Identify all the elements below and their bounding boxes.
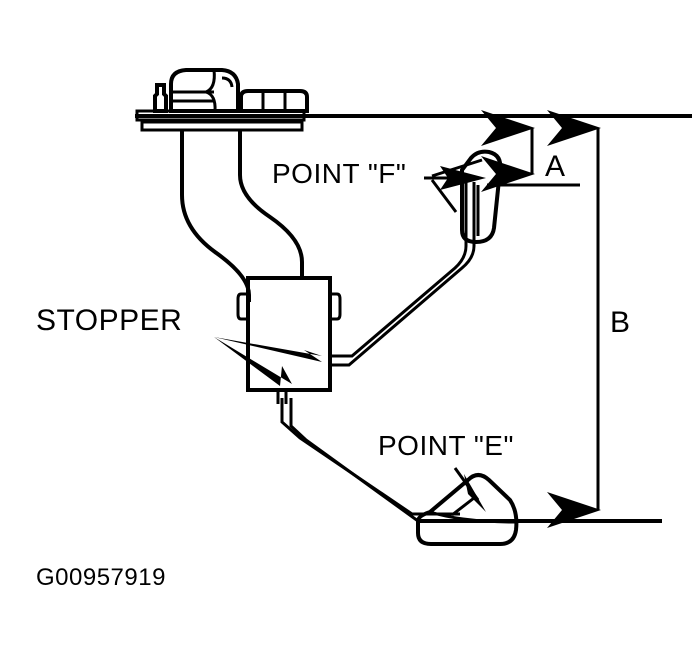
fuel-pump-body [169, 68, 240, 113]
upper-float-arm [330, 182, 476, 367]
fuel-pump-connector-block [239, 89, 309, 113]
dimension-a-label: A [545, 150, 565, 183]
figure-code: G00957919 [36, 564, 166, 591]
point-e-callout: POINT "E" [378, 430, 514, 517]
point-f-arrowhead [440, 166, 486, 190]
dimension-b: B [547, 110, 630, 528]
dimension-b-label: B [610, 306, 630, 339]
stopper-arrow-1 [214, 337, 322, 362]
lower-float [416, 473, 519, 546]
fuel-pump-assembly [135, 68, 309, 132]
fuel-level-sender-body [236, 276, 342, 404]
fuel-pump-nipple [153, 83, 168, 113]
stopper-label: STOPPER [36, 304, 182, 337]
point-f-label: POINT "F" [272, 158, 406, 189]
stopper-callout: STOPPER [36, 304, 322, 386]
upper-hose-right [238, 130, 304, 278]
point-f-callout: POINT "F" [272, 158, 486, 213]
dimension-a: A [481, 110, 565, 192]
stopper-arrow-2 [214, 337, 292, 386]
point-e-label: POINT "E" [378, 430, 514, 461]
fuel-pump-flange-plate [135, 109, 306, 132]
point-e-arrowhead [460, 474, 486, 512]
